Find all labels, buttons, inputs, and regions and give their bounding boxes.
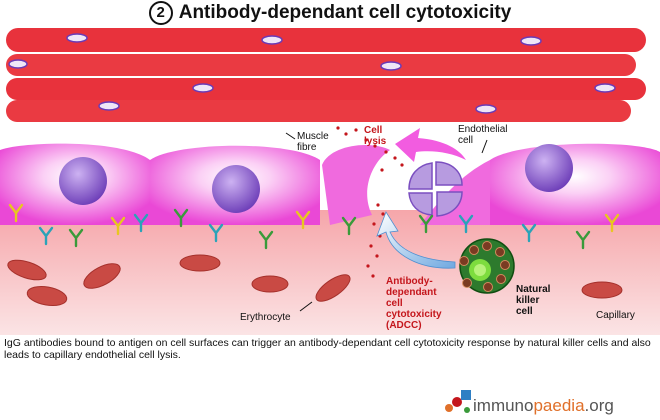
capillary-label: Capillary	[596, 310, 635, 321]
erythrocyte	[83, 263, 121, 289]
muscle-nucleus	[475, 104, 497, 114]
label-line: (ADCC)	[386, 320, 422, 331]
lysis-burst-arrow	[395, 128, 466, 162]
natural-killer-cell-label: Natural killer cell	[516, 284, 550, 317]
brand-wordmark: immunopaedia.org	[473, 396, 614, 416]
label-line: killer	[516, 295, 540, 306]
label-line: cytotoxicity	[386, 309, 442, 320]
label-line: Natural	[516, 284, 551, 295]
adcc-label: Antibody- dependant cell cytotoxicity (A…	[386, 276, 442, 331]
erythrocyte	[26, 285, 68, 307]
fragmented-nucleus	[408, 161, 463, 217]
title-number-badge: 2	[148, 1, 173, 25]
cell-nucleus	[59, 157, 107, 205]
label-line: cell	[516, 306, 533, 317]
label-line: Antibody-	[386, 276, 433, 287]
label-line: Muscle	[297, 131, 329, 142]
erythrocyte	[315, 274, 351, 302]
erythrocyte	[251, 275, 289, 293]
muscle-nucleus	[192, 83, 214, 93]
endothelial-cell-label: Endothelial cell	[458, 124, 507, 146]
label-line: dependant	[386, 287, 437, 298]
illustration	[0, 28, 660, 335]
label-line: Cell	[364, 125, 383, 136]
endothelial-nuclei	[59, 144, 573, 213]
leader-lines	[285, 132, 488, 312]
nucleus-fragment	[435, 161, 463, 186]
endothelial-cell	[490, 143, 660, 225]
muscle-fibre	[6, 54, 636, 76]
antibodies	[8, 203, 620, 250]
muscle-fibre	[6, 28, 646, 52]
antibody-cluster	[68, 208, 591, 250]
erythrocyte-label: Erythrocyte	[240, 312, 291, 323]
adcc-arrow	[376, 211, 456, 269]
muscle-fibres	[6, 28, 646, 122]
erythrocyte	[179, 254, 221, 272]
label-line: cell	[386, 298, 403, 309]
natural-killer-cell	[459, 238, 515, 294]
cell-nucleus	[525, 144, 573, 192]
muscle-fibre	[6, 100, 631, 122]
label-line: Endothelial	[458, 124, 508, 135]
cell-nucleus	[212, 165, 260, 213]
antibody-cluster	[8, 203, 620, 236]
muscle-nucleus	[66, 33, 88, 43]
muscle-nucleus	[520, 36, 542, 46]
lysed-cell-edge	[322, 145, 390, 225]
erythrocyte	[581, 281, 623, 299]
title-text: Antibody-dependant cell cytotoxicity	[178, 2, 512, 23]
lysis-debris	[336, 126, 404, 278]
brand-logo-icon	[445, 390, 471, 413]
erythrocyte	[7, 259, 47, 281]
erythrocytes	[7, 254, 623, 307]
nucleus-fragment	[408, 162, 433, 190]
muscle-fibre-label: Muscle fibre	[297, 131, 329, 153]
label-line: lysis	[364, 136, 387, 147]
antibody-cluster	[38, 213, 537, 246]
muscle-nucleus	[380, 61, 402, 71]
label-line: cell	[458, 135, 474, 146]
cell-lysis-label: Cell lysis	[364, 125, 386, 147]
brand-part: .org	[584, 396, 614, 415]
muscle-nucleus	[98, 101, 120, 111]
nucleus-fragment	[436, 191, 463, 217]
muscle-nucleus	[594, 83, 616, 93]
muscle-nucleus	[8, 59, 28, 69]
muscle-fibre	[6, 78, 646, 100]
muscle-nucleus	[261, 35, 283, 45]
brand-part: immuno	[473, 396, 534, 415]
figure-caption: IgG antibodies bound to antigen on cell …	[4, 337, 651, 361]
label-line: fibre	[297, 142, 317, 153]
brand-part: paedia	[533, 396, 585, 415]
